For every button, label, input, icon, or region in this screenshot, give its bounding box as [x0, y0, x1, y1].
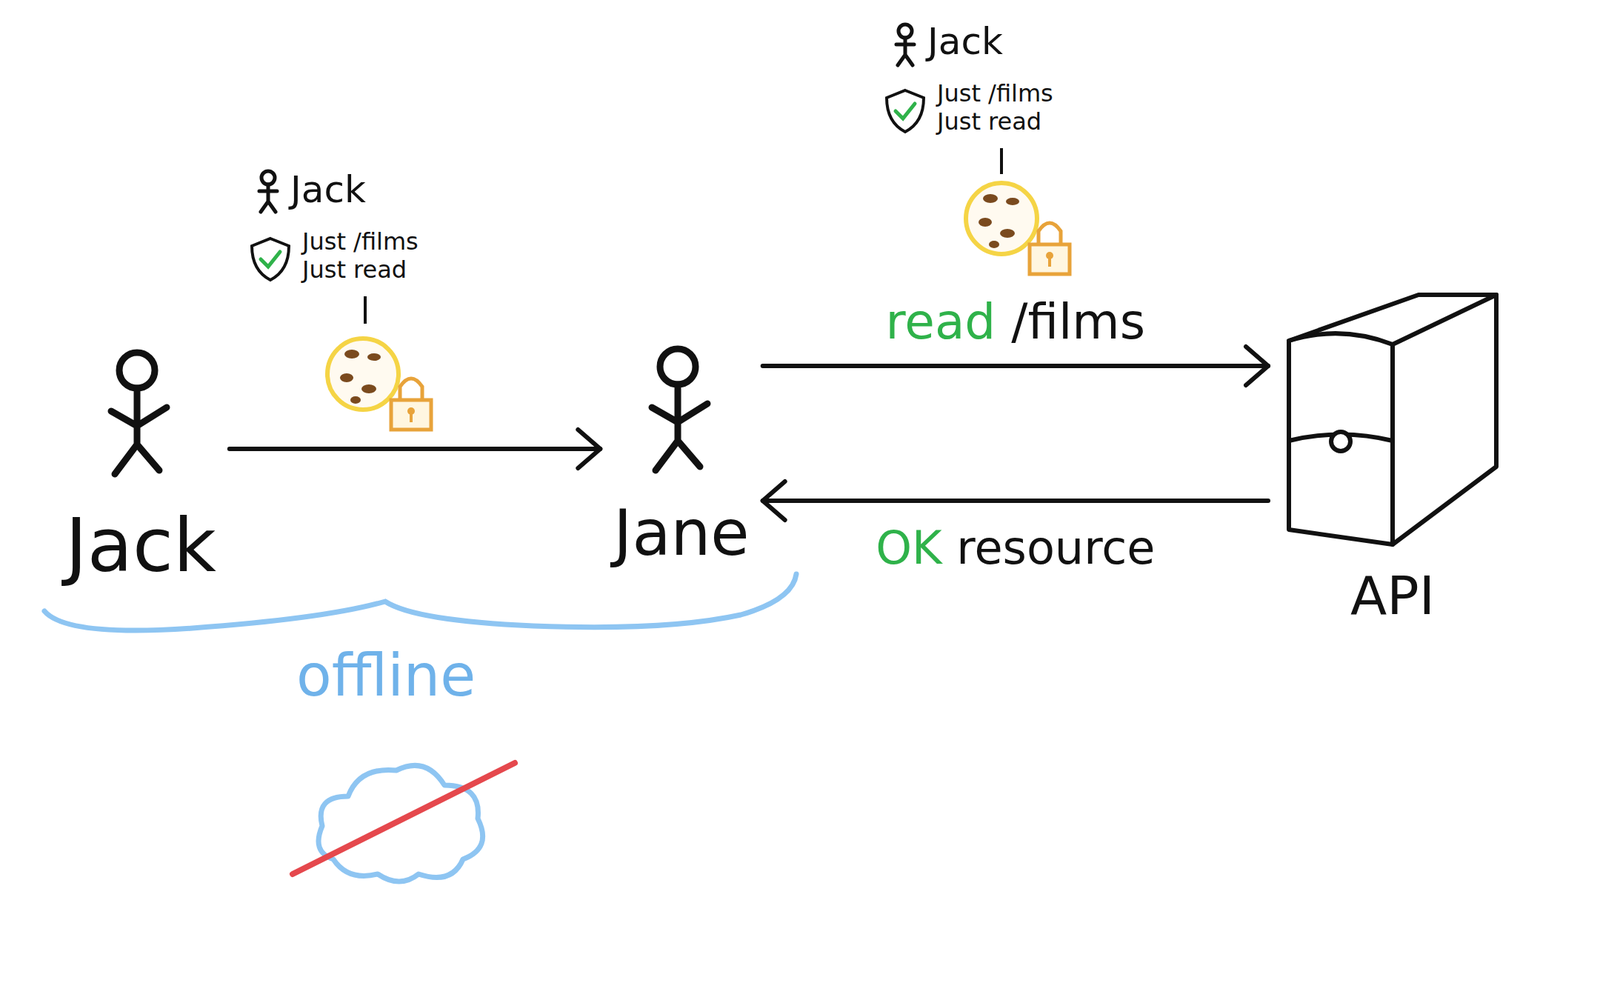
stick-figure	[629, 344, 734, 486]
server-icon	[1281, 288, 1504, 552]
edge-label: read /films	[881, 295, 1150, 350]
cookie-token	[327, 182, 1070, 430]
node-label: Jane	[613, 498, 749, 569]
edge-label: OK resource	[871, 522, 1160, 574]
node-label: Jack	[65, 505, 217, 587]
server-node: API	[1281, 288, 1504, 626]
person-node: Jane	[613, 344, 749, 569]
token-caption: Jack	[927, 20, 1003, 64]
token-caption: Just read	[937, 108, 1042, 136]
person-node: Jack	[65, 348, 217, 587]
node-label: API	[1350, 566, 1435, 626]
token-caption: Just read	[302, 256, 407, 284]
stick-figure	[88, 348, 193, 489]
shield-icon	[251, 90, 924, 280]
token-caption: Just /films	[302, 228, 419, 256]
arrow-connector	[762, 481, 1269, 520]
caption-icons	[259, 24, 915, 212]
cloud-crossed	[292, 762, 515, 882]
arrow-connector	[229, 429, 601, 469]
offline-label: offline	[296, 642, 476, 710]
arrow-connector	[762, 346, 1269, 386]
token-caption: Just /films	[937, 80, 1054, 108]
token-caption: Jack	[290, 168, 366, 212]
